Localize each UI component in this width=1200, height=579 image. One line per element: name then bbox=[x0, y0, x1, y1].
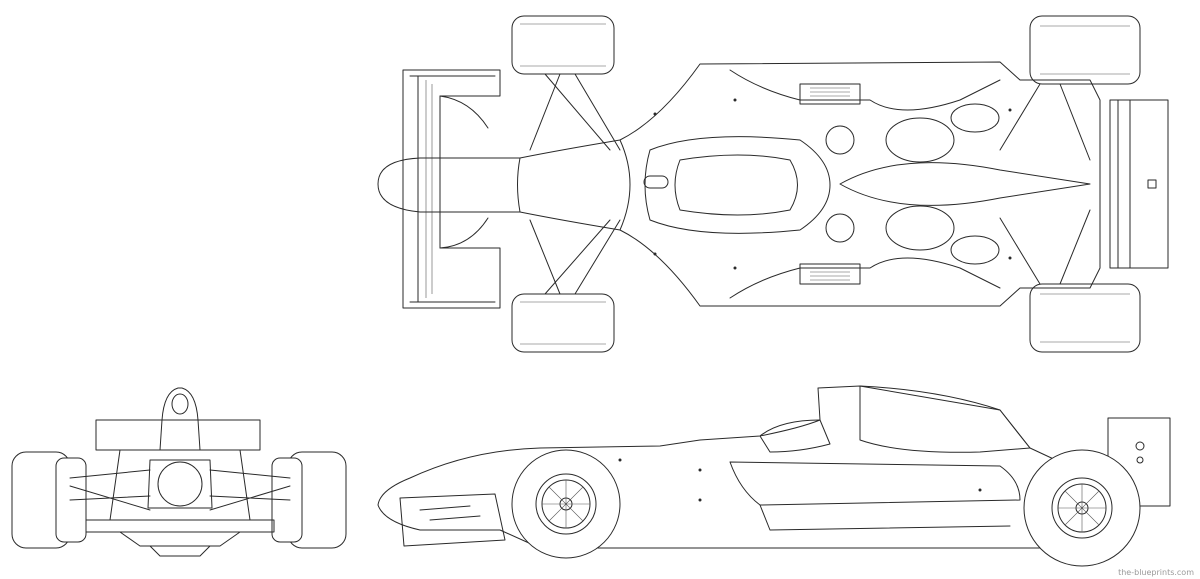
top-front-suspension bbox=[529, 73, 621, 295]
side-sidepod bbox=[729, 461, 1021, 506]
top-rear-left-tyre bbox=[1029, 15, 1141, 85]
top-view bbox=[377, 15, 1169, 353]
side-view bbox=[377, 385, 1171, 567]
front-view bbox=[11, 387, 347, 557]
top-cockpit bbox=[644, 136, 831, 234]
top-front-wing bbox=[402, 69, 501, 309]
side-cockpit bbox=[759, 419, 831, 453]
watermark: the-blueprints.com bbox=[1118, 568, 1194, 577]
front-front-wing bbox=[85, 519, 275, 533]
side-front-wheel bbox=[511, 449, 621, 559]
top-left-sidepod bbox=[729, 69, 1001, 111]
top-rear-suspension bbox=[999, 83, 1091, 285]
top-chassis-outline bbox=[377, 61, 1101, 307]
front-airbox bbox=[159, 387, 201, 451]
top-front-left-tyre bbox=[511, 15, 615, 75]
top-rear-wing bbox=[1109, 99, 1169, 269]
side-body-outline bbox=[377, 385, 1111, 549]
front-rear-wing bbox=[95, 419, 261, 451]
side-front-wing bbox=[399, 493, 506, 547]
side-rear-wheel bbox=[1023, 449, 1141, 567]
top-rear-right-tyre bbox=[1029, 283, 1141, 353]
top-front-right-tyre bbox=[511, 293, 615, 353]
top-right-sidepod bbox=[729, 257, 1001, 299]
